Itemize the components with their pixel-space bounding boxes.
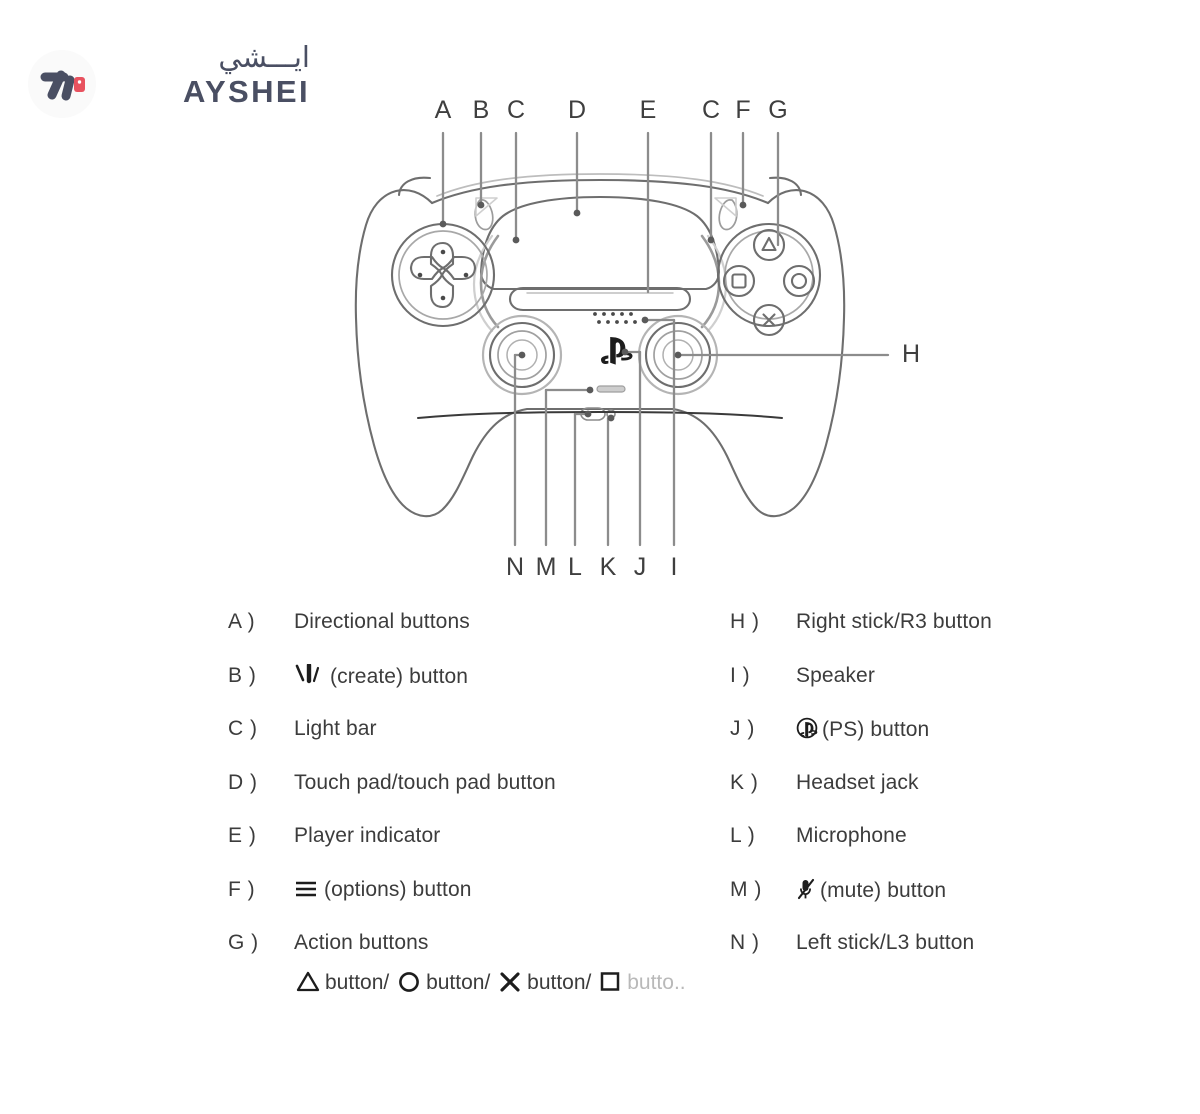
legend-item-k: K ) Headset jack: [730, 771, 1190, 825]
diagram-label-d: D: [567, 96, 587, 124]
legend-key-c: C ): [228, 717, 258, 740]
legend-label-n: Left stick/L3 button: [796, 931, 975, 954]
diagram-label-h: H: [901, 340, 921, 368]
brand-latin-name: AYSHEI: [183, 74, 310, 109]
legend-item-d: D ) Touch pad/touch pad button: [228, 771, 748, 825]
legend-key-g: G ): [228, 931, 259, 954]
legend-column-right: H ) Right stick/R3 button I ) Speaker J …: [730, 610, 1190, 985]
legend-label-c: Light bar: [294, 717, 377, 740]
legend-key-f: F ): [228, 877, 256, 901]
legend-key-n: N ): [730, 931, 760, 954]
legend-key-a: A ): [228, 610, 256, 633]
legend-label-l: Microphone: [796, 824, 907, 847]
legend-item-g: G ) Action buttons button/ button/: [228, 931, 748, 1021]
legend-column-left: A ) Directional buttons B ) (create) but…: [228, 610, 748, 1021]
legend-label-i: Speaker: [796, 663, 875, 687]
diagram-label-c-left: C: [506, 96, 526, 124]
diagram-label-g: G: [768, 96, 788, 124]
triangle-button-icon: [296, 971, 320, 998]
legend-item-l: L ) Microphone: [730, 824, 1190, 878]
options-icon: [294, 879, 320, 905]
legend-item-f: F ) (options) button: [228, 878, 748, 932]
cross-button-icon: [498, 971, 522, 998]
legend-label-b: (create) button: [330, 664, 469, 688]
legend-item-a: A ) Directional buttons: [228, 610, 748, 664]
mute-icon: [796, 878, 816, 906]
legend-label-h: Right stick/R3 button: [796, 610, 992, 633]
legend-sub-label-circle: button/: [426, 971, 491, 994]
legend-item-i: I ) Speaker: [730, 664, 1190, 718]
legend-label-f: (options) button: [324, 877, 472, 901]
diagram-label-c-right: C: [701, 96, 721, 124]
legend-key-j: J ): [730, 717, 755, 740]
legend-item-c: C ) Light bar: [228, 717, 748, 771]
diagram-label-f: F: [735, 96, 751, 124]
legend-key-h: H ): [730, 610, 760, 633]
legend-label-a: Directional buttons: [294, 610, 470, 633]
create-icon: [294, 662, 326, 692]
legend-action-buttons-row: button/ button/ button/: [294, 971, 686, 998]
legend-item-b: B ) (create) button: [228, 662, 748, 718]
legend-item-e: E ) Player indicator: [228, 824, 748, 878]
square-button-icon: [599, 971, 622, 998]
diagram-label-n: N: [505, 553, 525, 581]
legend-label-k: Headset jack: [796, 770, 919, 794]
legend-item-n: N ) Left stick/L3 button: [730, 931, 1190, 985]
legend-label-j: (PS) button: [822, 718, 930, 741]
brand-header: ايـــشي AYSHEI: [14, 22, 314, 132]
diagram-label-b: B: [472, 96, 490, 124]
legend-key-d: D ): [228, 770, 258, 794]
legend-item-m: M ) (mute) button: [730, 878, 1190, 932]
diagram-label-l: L: [568, 553, 582, 581]
circle-button-icon: [397, 971, 421, 998]
ps-button-icon: [796, 717, 818, 745]
controller-diagram: A B C D E C F G N M L K J I H: [354, 96, 921, 581]
legend-label-d: Touch pad/touch pad button: [294, 770, 556, 794]
diagram-label-i: I: [670, 553, 678, 581]
legend: A ) Directional buttons B ) (create) but…: [0, 610, 1200, 1050]
legend-key-m: M ): [730, 877, 762, 901]
legend-label-m: (mute) button: [820, 878, 947, 902]
diagram-label-m: M: [535, 553, 557, 581]
diagram-label-e: E: [639, 96, 657, 124]
legend-sub-label-cross: button/: [527, 971, 592, 994]
legend-item-h: H ) Right stick/R3 button: [730, 610, 1190, 664]
legend-label-e: Player indicator: [294, 824, 441, 847]
diagram-label-j: J: [633, 553, 647, 581]
legend-sub-label-triangle: button/: [325, 971, 390, 994]
legend-sub-label-square: butto..: [627, 971, 686, 994]
ayshei-tag-logo-icon: [28, 50, 96, 118]
brand-arabic-name: ايـــشي: [218, 40, 310, 74]
legend-key-i: I ): [730, 663, 751, 687]
diagram-label-a: A: [434, 96, 452, 124]
legend-item-j: J ) (PS) button: [730, 717, 1190, 771]
legend-label-g: Action buttons: [294, 931, 429, 954]
legend-key-k: K ): [730, 770, 759, 794]
legend-key-l: L ): [730, 824, 756, 847]
legend-key-e: E ): [228, 824, 257, 847]
legend-key-b: B ): [228, 663, 257, 687]
diagram-label-k: K: [599, 553, 617, 581]
